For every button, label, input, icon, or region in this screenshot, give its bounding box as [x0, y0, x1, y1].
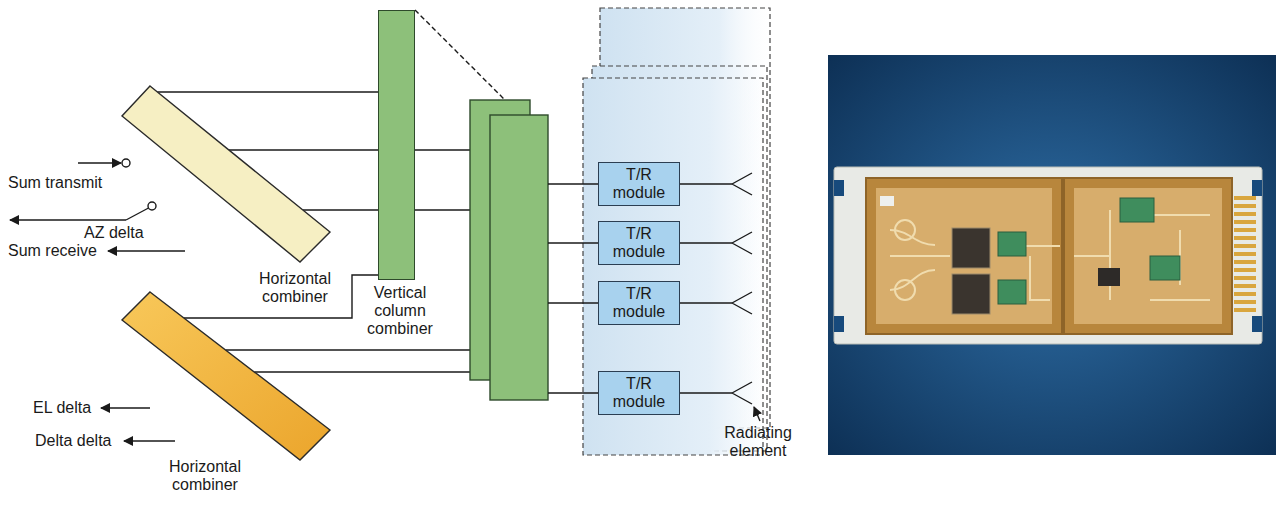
carrier-notch — [834, 316, 844, 332]
feed-line — [254, 371, 470, 372]
module-carrier — [834, 167, 1262, 344]
combiner-bar — [122, 86, 330, 262]
tr-module: T/R module — [598, 281, 680, 325]
module-label: T/R module — [604, 166, 674, 202]
array-panel — [583, 78, 763, 455]
label-slot: Sum transmit — [8, 174, 102, 192]
column-combiner — [490, 115, 548, 400]
label-slot: Sum receive — [8, 242, 97, 260]
signal-name: AZ delta — [84, 224, 144, 242]
connector-pin — [1234, 244, 1256, 248]
feed-line — [548, 302, 598, 303]
signal-arrow — [101, 407, 150, 408]
switch-contact — [122, 159, 130, 167]
connector-pin — [1234, 308, 1256, 312]
module-label: T/R module — [604, 375, 674, 411]
connector-pin — [1234, 292, 1256, 296]
label-slot: AZ delta — [84, 224, 144, 242]
label-slot: Delta delta — [35, 432, 112, 450]
feed-line — [680, 183, 732, 184]
switch-arm — [126, 208, 149, 220]
label-slot: EL delta — [33, 399, 91, 417]
feed-line — [680, 392, 732, 393]
horizontal-combiner: Horizontal combiner — [118, 288, 350, 500]
signal-arrow — [10, 219, 126, 220]
feed-line — [226, 349, 470, 350]
feed-line — [548, 242, 598, 243]
feed-line — [680, 302, 732, 303]
connector-pin — [1234, 260, 1256, 264]
circuit-trace — [1074, 210, 1210, 300]
chip — [1098, 268, 1120, 286]
combiner-label: Horizontal combiner — [245, 270, 345, 306]
perspective-line — [415, 10, 505, 100]
combiner-label: Vertical column combiner — [360, 284, 440, 338]
carrier-notch — [1252, 316, 1262, 332]
signal-arrow — [108, 250, 185, 251]
module-label: T/R module — [604, 285, 674, 321]
column-combiner-shape — [378, 10, 415, 280]
carrier-notch — [834, 180, 844, 196]
chip — [998, 232, 1026, 256]
tr-module: T/R module — [598, 371, 680, 415]
tr-module: T/R module — [598, 221, 680, 265]
module-photo — [828, 55, 1276, 455]
feed-line — [680, 242, 732, 243]
connector-line — [157, 91, 378, 92]
gold-cavity — [1074, 188, 1222, 324]
module-label: T/R module — [604, 225, 674, 261]
horizontal-combiner: Horizontal combiner — [118, 82, 350, 314]
feed-line — [548, 183, 598, 184]
switch-pivot — [148, 202, 156, 210]
connector-pin — [1234, 236, 1256, 240]
connector-pin — [1234, 252, 1256, 256]
combiner-label: Horizontal combiner — [155, 458, 255, 494]
circuit-trace — [895, 280, 915, 300]
antenna-symbol — [732, 232, 752, 254]
chip — [1120, 198, 1154, 222]
chip — [952, 228, 990, 268]
antenna-symbol — [732, 292, 752, 314]
connector-pin — [1234, 196, 1256, 200]
connector-pin — [1234, 276, 1256, 280]
gold-housing — [1064, 178, 1232, 334]
antenna-symbol — [732, 173, 752, 195]
photo-background — [828, 55, 1276, 455]
vertical-column-combiner: Vertical column combiner — [360, 10, 444, 345]
feed-line — [229, 149, 470, 150]
connector-pin — [1234, 228, 1256, 232]
gold-housing — [866, 178, 1062, 334]
chip — [998, 280, 1026, 304]
connector-pin — [1234, 300, 1256, 304]
antenna-symbol — [732, 382, 752, 404]
connector-pin — [1234, 204, 1256, 208]
callout-label: Radiating element — [708, 424, 808, 460]
leader-arrow — [754, 407, 760, 421]
label-slot: Radiating element — [708, 424, 808, 460]
connector-pin — [1234, 268, 1256, 272]
signal-name: Sum transmit — [8, 174, 102, 192]
signal-arrow — [78, 162, 121, 163]
signal-name: Sum receive — [8, 242, 97, 260]
connector-pin — [1234, 212, 1256, 216]
carrier-notch — [1252, 180, 1262, 196]
combiner-bar — [122, 292, 330, 460]
chip — [952, 274, 990, 314]
connector-pin — [1234, 284, 1256, 288]
signal-name: Delta delta — [35, 432, 112, 450]
signal-name: EL delta — [33, 399, 91, 417]
circuit-trace — [895, 220, 915, 240]
pad — [880, 196, 894, 206]
connector-pin — [1234, 220, 1256, 224]
chip — [1150, 256, 1180, 280]
tr-module: T/R module — [598, 162, 680, 206]
feed-line — [548, 392, 598, 393]
signal-arrow — [124, 440, 175, 441]
